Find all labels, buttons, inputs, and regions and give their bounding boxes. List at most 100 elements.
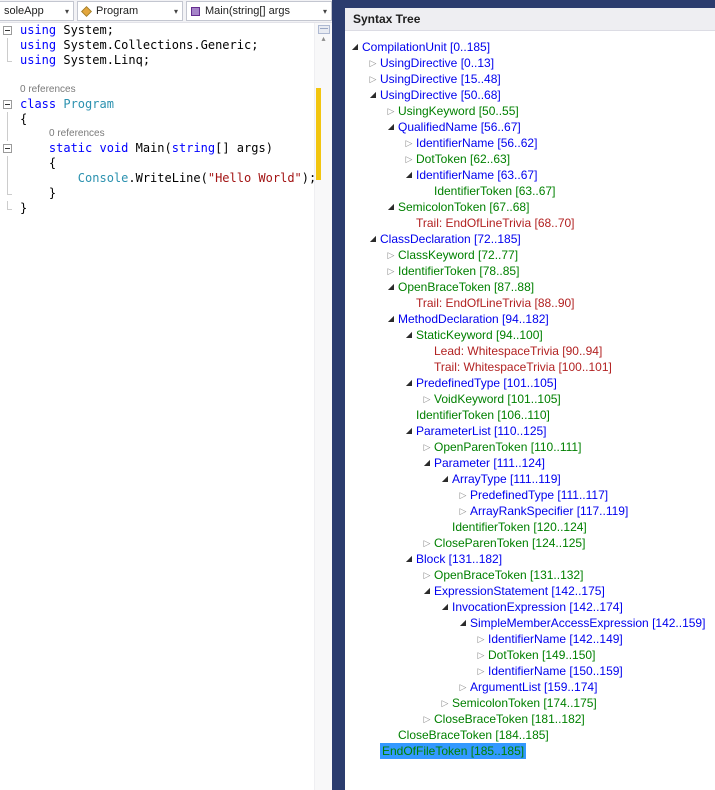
tree-item[interactable]: ▷CloseParenToken [124..125] [345,535,715,551]
expand-arrow-icon[interactable]: ▷ [405,138,413,148]
expand-arrow-icon[interactable]: ▷ [459,490,467,500]
tree-item[interactable]: EndOfFileToken [185..185] [345,743,715,759]
expand-arrow-icon[interactable]: ▷ [387,106,395,116]
expand-arrow-icon[interactable]: ▷ [477,666,485,676]
collapse-arrow-icon[interactable]: ◢ [351,42,359,51]
tree-item[interactable]: ◢ParameterList [110..125] [345,423,715,439]
fold-collapse-icon[interactable] [0,141,17,156]
tree-item[interactable]: ▷VoidKeyword [101..105] [345,391,715,407]
collapse-arrow-icon[interactable]: ◢ [423,586,431,595]
fold-collapse-icon[interactable] [0,97,17,112]
tree-item[interactable]: ▷OpenBraceToken [131..132] [345,567,715,583]
expand-arrow-icon[interactable]: ▷ [405,154,413,164]
code-lines[interactable]: using System;using System.Collections.Ge… [0,23,320,790]
tree-item[interactable]: ◢ExpressionStatement [142..175] [345,583,715,599]
tree-body[interactable]: ◢CompilationUnit [0..185]▷UsingDirective… [345,31,715,790]
scroll-up-arrow-icon[interactable] [315,34,332,43]
editor-vertical-scrollbar[interactable] [314,23,332,790]
tree-item[interactable]: Trail: EndOfLineTrivia [88..90] [345,295,715,311]
expand-arrow-icon[interactable]: ▷ [423,570,431,580]
expand-arrow-icon[interactable]: ▷ [423,394,431,404]
expand-arrow-icon[interactable]: ▷ [441,698,449,708]
tree-item[interactable]: ▷IdentifierName [142..149] [345,631,715,647]
expand-arrow-icon[interactable]: ▷ [477,650,485,660]
collapse-arrow-icon[interactable]: ◢ [405,170,413,179]
tree-item[interactable]: ◢SemicolonToken [67..68] [345,199,715,215]
tree-item[interactable]: ◢ArrayType [111..119] [345,471,715,487]
codelens-references-link[interactable]: 0 references [20,84,76,95]
tree-item[interactable]: ◢CompilationUnit [0..185] [345,39,715,55]
collapse-arrow-icon[interactable]: ◢ [441,474,449,483]
tree-item[interactable]: ▷ArrayRankSpecifier [117..119] [345,503,715,519]
collapse-arrow-icon[interactable]: ◢ [369,90,377,99]
tree-item[interactable]: ▷PredefinedType [111..117] [345,487,715,503]
collapse-arrow-icon[interactable]: ◢ [405,554,413,563]
collapse-arrow-icon[interactable]: ◢ [405,378,413,387]
code-token: using [20,38,57,52]
tree-item[interactable]: ▷UsingDirective [0..13] [345,55,715,71]
tree-item[interactable]: IdentifierToken [120..124] [345,519,715,535]
tree-item[interactable]: ◢Block [131..182] [345,551,715,567]
fold-collapse-icon[interactable] [0,23,17,38]
tree-item[interactable]: ◢PredefinedType [101..105] [345,375,715,391]
collapse-arrow-icon[interactable]: ◢ [423,458,431,467]
tree-item[interactable]: ◢MethodDeclaration [94..182] [345,311,715,327]
tree-item[interactable]: ▷UsingDirective [15..48] [345,71,715,87]
collapse-arrow-icon[interactable]: ◢ [387,282,395,291]
tree-item[interactable]: CloseBraceToken [184..185] [345,727,715,743]
tree-item[interactable]: ◢QualifiedName [56..67] [345,119,715,135]
tree-item[interactable]: ▷IdentifierToken [78..85] [345,263,715,279]
expand-arrow-icon[interactable]: ▷ [387,266,395,276]
expand-arrow-icon[interactable]: ▷ [459,506,467,516]
collapse-arrow-icon[interactable]: ◢ [369,234,377,243]
tree-item[interactable]: ▷IdentifierName [56..62] [345,135,715,151]
tree-item[interactable]: Trail: EndOfLineTrivia [68..70] [345,215,715,231]
expand-arrow-icon[interactable]: ▷ [459,682,467,692]
collapse-arrow-icon[interactable]: ◢ [387,122,395,131]
tree-item[interactable]: ▷ClassKeyword [72..77] [345,247,715,263]
tree-item[interactable]: ▷CloseBraceToken [181..182] [345,711,715,727]
expand-arrow-icon[interactable]: ▷ [423,538,431,548]
tree-item[interactable]: ▷DotToken [62..63] [345,151,715,167]
collapse-arrow-icon[interactable]: ◢ [405,330,413,339]
tree-item[interactable]: Trail: WhitespaceTrivia [100..101] [345,359,715,375]
tree-item[interactable]: ▷UsingKeyword [50..55] [345,103,715,119]
tree-item[interactable]: ▷IdentifierName [150..159] [345,663,715,679]
tree-item[interactable]: ◢OpenBraceToken [87..88] [345,279,715,295]
pane-splitter[interactable] [332,0,345,790]
expand-arrow-icon[interactable]: ▷ [477,634,485,644]
collapse-arrow-icon[interactable]: ◢ [387,202,395,211]
editor-splitter-grip-icon[interactable] [318,25,330,34]
tree-item[interactable]: ▷OpenParenToken [110..111] [345,439,715,455]
tree-item[interactable]: IdentifierToken [106..110] [345,407,715,423]
expand-arrow-icon[interactable]: ▷ [369,74,377,84]
tree-item[interactable]: IdentifierToken [63..67] [345,183,715,199]
codelens-references-link[interactable]: 0 references [49,128,105,139]
collapse-arrow-icon[interactable]: ◢ [387,314,395,323]
expand-arrow-icon[interactable]: ▷ [423,442,431,452]
member-dropdown[interactable]: Main(string[] args [186,1,332,21]
tree-item[interactable]: ◢SimpleMemberAccessExpression [142..159] [345,615,715,631]
expand-arrow-icon[interactable]: ▷ [423,714,431,724]
collapse-arrow-icon[interactable]: ◢ [441,602,449,611]
expand-arrow-icon[interactable]: ▷ [369,58,377,68]
collapse-arrow-icon[interactable]: ◢ [405,426,413,435]
tree-item[interactable]: ◢StaticKeyword [94..100] [345,327,715,343]
tree-item[interactable]: ▷ArgumentList [159..174] [345,679,715,695]
tree-item[interactable]: ◢ClassDeclaration [72..185] [345,231,715,247]
collapse-arrow-icon[interactable]: ◢ [459,618,467,627]
code-editor-pane[interactable]: soleApp Program Main(string[] args using… [0,0,332,790]
code-token: static [48,141,93,155]
tree-item[interactable]: ◢InvocationExpression [142..174] [345,599,715,615]
tree-item[interactable]: ◢IdentifierName [63..67] [345,167,715,183]
tree-item[interactable]: ◢Parameter [111..124] [345,455,715,471]
tree-item-label: SemicolonToken [67..68] [398,200,530,214]
tree-item[interactable]: ▷SemicolonToken [174..175] [345,695,715,711]
project-dropdown[interactable]: soleApp [0,1,74,21]
expand-arrow-icon[interactable]: ▷ [387,250,395,260]
tree-item-label: IdentifierToken [63..67] [434,184,556,198]
type-dropdown[interactable]: Program [77,1,183,21]
tree-item[interactable]: ▷DotToken [149..150] [345,647,715,663]
tree-item[interactable]: ◢UsingDirective [50..68] [345,87,715,103]
tree-item[interactable]: Lead: WhitespaceTrivia [90..94] [345,343,715,359]
